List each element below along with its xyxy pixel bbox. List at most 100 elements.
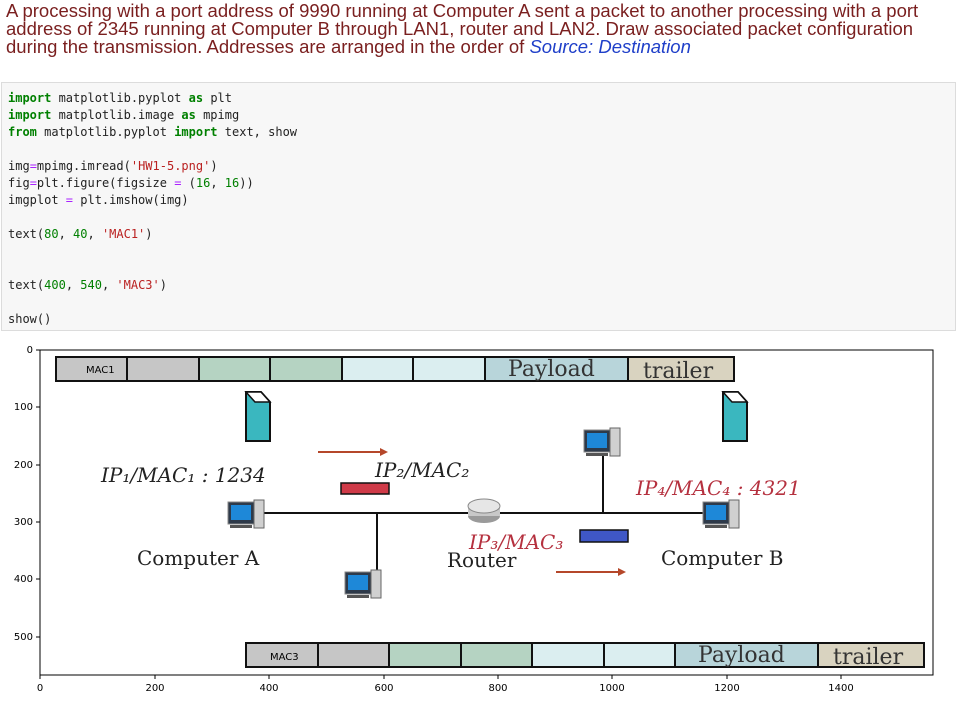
router-label: Router (447, 548, 517, 572)
code-token: 'MAC3' (116, 278, 160, 292)
code-line: from matplotlib.pyplot import text, show (8, 125, 297, 139)
code-token: imgplot (8, 193, 66, 207)
computer-icon (583, 427, 621, 457)
bottom-packet (245, 642, 925, 668)
top-mac-annotation: MAC1 (86, 365, 115, 376)
x-tick-label: 1400 (828, 683, 853, 694)
code-token: , (87, 227, 102, 241)
code-line: import matplotlib.image as mpimg (8, 108, 239, 122)
bottom-payload-label: Payload (698, 643, 785, 668)
x-axis: 0 200 400 600 800 1000 1200 1400 (37, 675, 854, 694)
top-payload-label: Payload (508, 357, 595, 382)
code-token: ) (210, 159, 218, 173)
code-token: matplotlib.image (51, 108, 182, 122)
x-tick-label: 1000 (599, 683, 624, 694)
code-token: , (65, 278, 81, 292)
x-tick-label: 800 (488, 683, 507, 694)
code-token: import (174, 125, 218, 139)
code-token: plt.figure(figsize (36, 176, 175, 190)
ip3-label: IP₃/MAC₃ (468, 530, 563, 554)
code-token: 400 (44, 278, 66, 292)
bottom-mac-annotation: MAC3 (270, 652, 299, 663)
code-token: , (101, 278, 117, 292)
code-token: ) (145, 227, 153, 241)
y-tick-label: 100 (14, 402, 33, 413)
code-token: as (181, 108, 196, 122)
code-token: import (8, 108, 52, 122)
top-trailer-label: trailer (643, 359, 714, 384)
code-token: matplotlib.pyplot (51, 91, 189, 105)
lan1-frame-marker (340, 482, 390, 495)
code-token: = (174, 176, 182, 190)
router-icon (467, 498, 501, 523)
code-token: import (8, 91, 52, 105)
code-token: , (210, 176, 225, 190)
code-token: 'MAC1' (101, 227, 146, 241)
figure-output: MAC1 Payload trailer (14, 345, 934, 694)
code-token: 540 (80, 278, 102, 292)
code-line: img=mpimg.imread('HW1-5.png') (8, 159, 218, 173)
code-line: imgplot = plt.imshow(img) (8, 193, 189, 207)
lan2-frame-marker (579, 529, 629, 543)
code-token: mpimg.imread( (36, 159, 131, 173)
computer-icon (344, 569, 382, 599)
question-body: A processing with a port address of 9990… (6, 0, 919, 57)
code-token: 'HW1-5.png' (130, 159, 211, 173)
code-token: = (65, 193, 74, 207)
code-token: fig (8, 176, 30, 190)
question-emphasis: Source: Destination (529, 36, 691, 57)
code-token: )) (239, 176, 254, 190)
y-axis: 0 100 200 300 400 500 (14, 345, 40, 643)
code-token: ) (159, 278, 167, 292)
code-token: text( (8, 227, 45, 241)
code-token: , (58, 227, 74, 241)
top-packet (55, 356, 735, 382)
code-line: text(400, 540, 'MAC3') (8, 278, 167, 292)
code-token: 40 (73, 227, 88, 241)
code-token: from (8, 125, 37, 139)
x-tick-label: 200 (145, 683, 164, 694)
y-tick-label: 0 (27, 345, 33, 356)
y-tick-label: 200 (14, 460, 33, 471)
code-token: 16 (195, 176, 211, 190)
ip2-label: IP₂/MAC₂ (374, 458, 469, 482)
document-icon (721, 391, 749, 442)
question-text: A processing with a port address of 9990… (6, 0, 954, 57)
code-token: text( (8, 278, 45, 292)
computer-icon (227, 499, 265, 529)
code-token: show() (8, 312, 52, 326)
computer-b-label: Computer B (661, 546, 783, 570)
code-line: fig=plt.figure(figsize = (16, 16)) (8, 176, 254, 190)
arrow-icon (318, 448, 388, 456)
computer-icon (702, 499, 740, 529)
x-tick-label: 0 (37, 683, 43, 694)
code-line: show() (8, 312, 51, 326)
bottom-trailer-label: trailer (833, 645, 904, 670)
y-tick-label: 500 (14, 632, 33, 643)
code-line: text(80, 40, 'MAC1') (8, 227, 153, 241)
code-token: 16 (224, 176, 240, 190)
code-token: = (29, 159, 37, 173)
code-token: plt.imshow(img) (73, 193, 189, 207)
ip4-label: IP₄/MAC₄ : 4321 (635, 476, 801, 500)
code-token: ( (181, 176, 196, 190)
code-token: 80 (44, 227, 59, 241)
y-tick-label: 400 (14, 574, 33, 585)
code-token: img (8, 159, 30, 173)
code-token: text, show (217, 125, 298, 139)
x-tick-label: 1200 (714, 683, 739, 694)
code-token: = (29, 176, 37, 190)
code-token: plt (203, 91, 232, 105)
code-token: as (188, 91, 204, 105)
x-tick-label: 400 (259, 683, 278, 694)
code-token: matplotlib.pyplot (36, 125, 175, 139)
document-icon (244, 391, 272, 442)
y-tick-label: 300 (14, 517, 33, 528)
code-token: mpimg (195, 108, 240, 122)
computer-a-label: Computer A (137, 546, 260, 570)
arrow-icon (556, 568, 626, 576)
ip1-label: IP₁/MAC₁ : 1234 (100, 463, 266, 487)
x-tick-label: 600 (374, 683, 393, 694)
code-line: import matplotlib.pyplot as plt (8, 91, 232, 105)
